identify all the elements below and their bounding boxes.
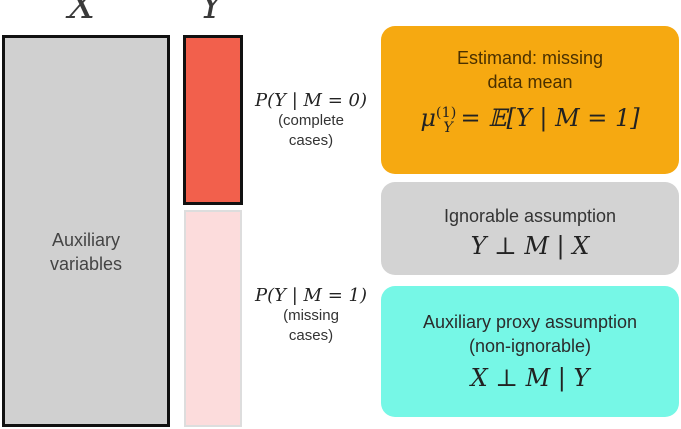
x-column-label: X <box>68 0 96 27</box>
auxiliary-variables-label: Auxiliary variables <box>49 230 123 274</box>
observed-note: (complete cases) <box>278 112 344 149</box>
ignorable-formula: Y ⊥ M | X <box>470 232 590 260</box>
proxy-formula: X ⊥ M | Y <box>470 364 590 392</box>
missing-distribution-label: P(Y | M = 1) (missing cases) <box>250 285 372 346</box>
estimand-title: Estimand: missing data mean <box>456 48 604 92</box>
auxiliary-proxy-assumption-card: Auxiliary proxy assumption (non-ignorabl… <box>381 286 679 417</box>
estimand-formula-rhs: = 𝔼[Y | M = 1] <box>460 104 640 132</box>
missing-formula: P(Y | M = 1) <box>255 285 367 306</box>
y-observed-block <box>183 35 243 205</box>
y-missing-block <box>184 210 242 427</box>
missing-note: (missing cases) <box>283 307 339 344</box>
estimand-card: Estimand: missing data mean μ(1)Y = 𝔼[Y … <box>381 26 679 174</box>
proxy-title: Auxiliary proxy assumption (non-ignorabl… <box>422 312 638 356</box>
auxiliary-variables-box: Auxiliary variables <box>2 35 170 427</box>
y-column-label: Y <box>199 0 225 27</box>
ignorable-title: Ignorable assumption <box>443 206 617 226</box>
estimand-formula: μ(1)Y = 𝔼[Y | M = 1] <box>381 104 679 136</box>
observed-formula: P(Y | M = 0) <box>255 90 367 111</box>
observed-distribution-label: P(Y | M = 0) (complete cases) <box>250 90 372 151</box>
estimand-mu-symbol: μ(1)Y <box>420 104 457 136</box>
ignorable-assumption-card: Ignorable assumption Y ⊥ M | X <box>381 182 679 275</box>
